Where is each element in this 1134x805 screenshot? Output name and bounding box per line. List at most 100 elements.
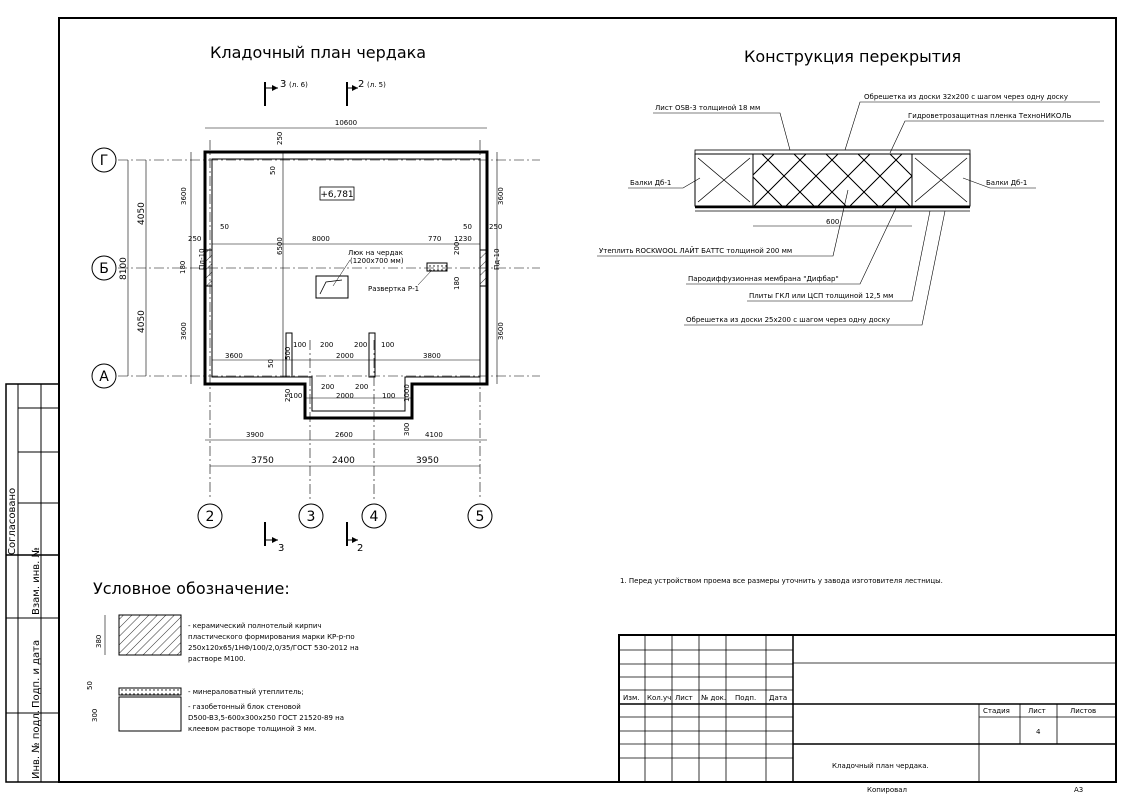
axis-bubbles: Г Б А 2 3 4 5 <box>91 147 493 529</box>
svg-text:250: 250 <box>188 235 201 243</box>
gas-dim: 300 <box>91 709 99 722</box>
section-title: Конструкция перекрытия <box>744 47 961 66</box>
gkl-label: Плиты ГКЛ или ЦСП толщиной 12,5 мм <box>749 292 893 300</box>
dimension-texts: 10600 250 3600 3600 4050 4050 8100 50 50… <box>119 119 505 466</box>
brick-line-1: - керамический полнотелый кирпич <box>188 622 322 630</box>
svg-text:3600: 3600 <box>225 352 243 360</box>
svg-text:100: 100 <box>382 392 395 400</box>
svg-text:3600: 3600 <box>497 322 505 340</box>
svg-text:50: 50 <box>220 223 229 231</box>
svg-text:2400: 2400 <box>332 456 355 466</box>
axis-2: 2 <box>206 509 215 525</box>
svg-text:100: 100 <box>293 341 306 349</box>
svg-text:180: 180 <box>453 277 461 290</box>
svg-text:100: 100 <box>381 341 394 349</box>
svg-text:200: 200 <box>320 341 333 349</box>
svg-text:Дата: Дата <box>769 694 787 702</box>
razv-element <box>426 262 448 272</box>
svg-text:(л. 5): (л. 5) <box>367 81 386 89</box>
axis-4: 4 <box>370 509 379 525</box>
hatch-label: Люк на чердак <box>348 249 403 257</box>
svg-text:250: 250 <box>489 223 502 231</box>
mw-dim: 50 <box>86 681 94 690</box>
obr-bottom-label: Обрешетка из доски 25х200 с шагом через … <box>686 316 890 324</box>
legend-title: Условное обозначение: <box>93 579 290 598</box>
left-strip: Согласовано Взам. инв. № Подп. и дата Ин… <box>5 383 60 783</box>
svg-text:50: 50 <box>269 166 277 175</box>
svg-text:500: 500 <box>284 347 292 360</box>
general-note: 1. Перед устройством проема все размеры … <box>620 577 943 585</box>
svg-text:50: 50 <box>463 223 472 231</box>
vapor-label: Гидроветрозащитная пленка ТехноНИКОЛЬ <box>908 112 1072 120</box>
sheet-title: Кладочный план чердака. <box>832 762 929 770</box>
agreed-label: Согласовано <box>7 488 18 555</box>
svg-text:2600: 2600 <box>335 431 353 439</box>
stamp-headers: Изм. Кол.уч Лист № док. Подп. Дата <box>623 694 787 702</box>
walls <box>203 150 489 420</box>
attic-plan: Кладочный план чердака 3 (л. 6) 2 (л. 5) <box>91 43 540 554</box>
brick-line-2: пластического формирования марки КР-р-по <box>188 633 355 641</box>
svg-text:3600: 3600 <box>180 187 188 205</box>
legend: Условное обозначение: 380 - керамический… <box>86 579 359 733</box>
svg-text:1230: 1230 <box>454 235 472 243</box>
post-left <box>285 332 293 378</box>
svg-text:Кол.уч: Кол.уч <box>647 694 671 702</box>
cut-mark-3-bottom: 3 <box>264 522 284 554</box>
level-mark: +6,781 <box>320 190 353 200</box>
brick-swatch <box>118 614 182 656</box>
axis-a: А <box>99 369 109 385</box>
beam-right-label: Балки Дб-1 <box>986 179 1027 187</box>
beam-left-label: Балки Дб-1 <box>630 179 671 187</box>
cut-mark-3-top: 3 (л. 6) <box>264 79 308 106</box>
brick-line-3: 250х120х65/1НФ/100/2,0/35/ГОСТ 530-2012 … <box>188 644 359 652</box>
svg-text:№ док.: № док. <box>701 694 726 702</box>
svg-text:2000: 2000 <box>336 392 354 400</box>
svg-text:Изм.: Изм. <box>623 694 639 702</box>
svg-text:Пд-10: Пд-10 <box>493 248 501 270</box>
mw-swatch <box>118 687 182 696</box>
leaders <box>597 101 1104 326</box>
floor-construction: Конструкция перекрытия 600 Лист OSB-3 то… <box>597 47 1104 326</box>
svg-text:100: 100 <box>289 392 302 400</box>
svg-text:Лист: Лист <box>675 694 693 702</box>
svg-text:8100: 8100 <box>119 257 129 280</box>
svg-text:200: 200 <box>354 341 367 349</box>
svg-text:770: 770 <box>428 235 441 243</box>
sheet-header: Лист <box>1028 707 1046 715</box>
title-block: Изм. Кол.уч Лист № док. Подп. Дата Стади… <box>618 634 1117 794</box>
svg-text:3600: 3600 <box>497 187 505 205</box>
svg-text:200: 200 <box>321 383 334 391</box>
hatch-size: (1200х700 мм) <box>350 257 404 265</box>
inv-label: Инв. № подл. <box>31 710 42 779</box>
axis-b: Б <box>99 261 109 277</box>
copied-label: Копировал <box>867 786 907 794</box>
svg-text:50: 50 <box>267 359 275 368</box>
plan-title: Кладочный план чердака <box>210 43 426 62</box>
vzam-label: Взам. инв. № <box>31 547 42 615</box>
svg-text:250: 250 <box>284 389 292 402</box>
svg-text:2: 2 <box>357 543 363 554</box>
svg-text:Подп.: Подп. <box>735 694 756 702</box>
svg-text:8000: 8000 <box>312 235 330 243</box>
brick-dim: 380 <box>95 635 103 648</box>
svg-text:Пд-10: Пд-10 <box>198 248 206 270</box>
cut-mark-2-top: 2 (л. 5) <box>346 79 386 106</box>
svg-text:180: 180 <box>179 261 187 274</box>
svg-text:4050: 4050 <box>137 202 147 225</box>
svg-text:2000: 2000 <box>336 352 354 360</box>
post-right <box>368 332 376 378</box>
svg-text:3: 3 <box>278 543 284 554</box>
beam-spacing: 600 <box>826 218 839 226</box>
podp-label: Подп. и дата <box>31 640 42 708</box>
svg-text:250: 250 <box>276 132 284 145</box>
level-mark-box <box>319 186 355 201</box>
insulation-label: Утеплить ROCKWOOL ЛАЙТ БАТТС толщиной 20… <box>599 246 792 255</box>
svg-text:(л. 6): (л. 6) <box>289 81 308 89</box>
svg-text:6500: 6500 <box>276 237 284 255</box>
mw-text: - минераловатный утеплитель; <box>188 688 304 696</box>
osb-label: Лист OSB-3 толщиной 18 мм <box>655 104 760 112</box>
obr-top-label: Обрешетка из доски 32х200 с шагом через … <box>864 93 1068 101</box>
dimension-lines <box>127 127 498 467</box>
axis-5: 5 <box>476 509 485 525</box>
